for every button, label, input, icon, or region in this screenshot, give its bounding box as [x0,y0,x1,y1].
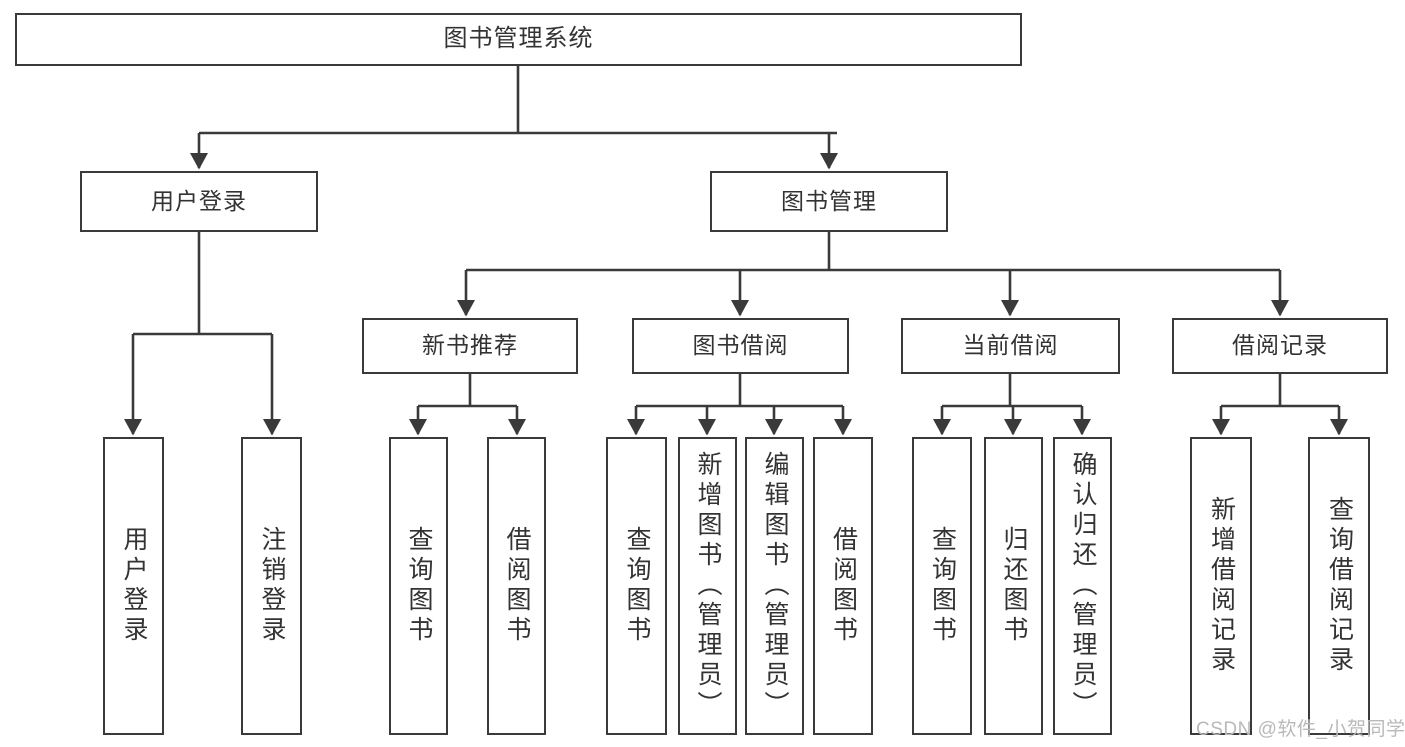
node-label: 新书推荐 [422,332,518,359]
node-leaf-return-book[interactable]: 归还图书 [984,437,1043,735]
node-leaf-user-login[interactable]: 用户登录 [103,437,164,735]
node-leaf-add-record[interactable]: 新增借阅记录 [1190,437,1252,735]
node-label: 编辑图书（管理员） [761,451,789,721]
node-label: 用户登录 [151,187,247,214]
node-label: 查询图书 [623,526,651,646]
node-root-system[interactable]: 图书管理系统 [15,13,1022,66]
node-current-borrow[interactable]: 当前借阅 [901,318,1120,374]
node-label: 借阅记录 [1232,332,1328,359]
csdn-watermark: CSDN @软件_小贺同学 [1196,719,1405,740]
node-leaf-query-book-2[interactable]: 查询图书 [606,437,667,735]
node-user-login[interactable]: 用户登录 [80,171,318,232]
node-leaf-query-record[interactable]: 查询借阅记录 [1308,437,1370,735]
node-label: 借阅图书 [503,526,531,646]
node-label: 新增借阅记录 [1207,496,1236,676]
node-label: 归还图书 [1000,526,1028,646]
node-label: 图书管理系统 [443,25,594,53]
node-leaf-confirm-return[interactable]: 确认归还（管理员） [1053,437,1112,735]
node-label: 确认归还（管理员） [1069,451,1097,721]
node-leaf-edit-book[interactable]: 编辑图书（管理员） [745,437,804,735]
node-label: 新增图书（管理员） [694,451,722,721]
node-label: 注销登录 [258,526,286,646]
node-book-admin[interactable]: 图书管理 [710,171,948,232]
node-label: 图书借阅 [692,332,789,359]
node-leaf-query-book-3[interactable]: 查询图书 [912,437,972,735]
node-label: 借阅图书 [829,526,858,646]
node-label: 查询借阅记录 [1325,496,1354,676]
node-new-book-rec[interactable]: 新书推荐 [362,318,578,374]
node-label: 当前借阅 [962,332,1059,359]
node-leaf-borrow-book-1[interactable]: 借阅图书 [487,437,546,735]
node-borrow-record[interactable]: 借阅记录 [1172,318,1388,374]
node-leaf-borrow-book-2[interactable]: 借阅图书 [813,437,873,735]
node-label: 图书管理 [781,187,877,214]
node-leaf-logout[interactable]: 注销登录 [241,437,302,735]
node-label: 用户登录 [120,526,148,646]
node-book-borrow[interactable]: 图书借阅 [632,318,849,374]
node-leaf-add-book[interactable]: 新增图书（管理员） [678,437,737,735]
node-label: 查询图书 [928,526,957,646]
node-leaf-query-book-1[interactable]: 查询图书 [389,437,448,735]
node-label: 查询图书 [405,526,433,646]
